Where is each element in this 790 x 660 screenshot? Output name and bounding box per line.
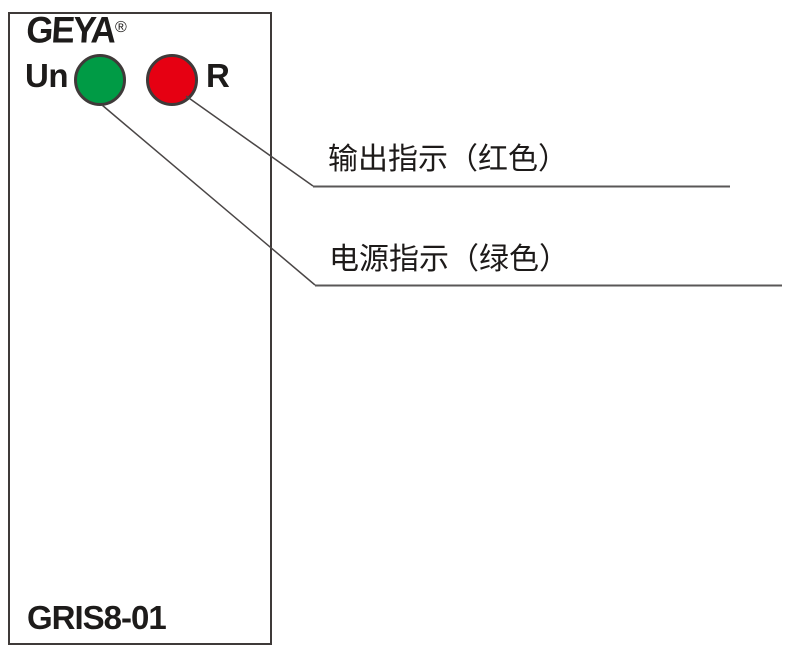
- registered-trademark-icon: ®: [114, 19, 127, 36]
- power-led-green-icon: [74, 54, 126, 106]
- callout-output-indicator-label: 输出指示（红色）: [328, 143, 568, 176]
- output-led-red-icon: [146, 54, 198, 106]
- callout-power-indicator-label: 电源指示（绿色）: [329, 243, 569, 276]
- device-front-panel: GEYA® Un R GRIS8-01: [8, 9, 272, 645]
- output-led-label: R: [206, 57, 230, 94]
- power-led-label: Un: [25, 57, 69, 94]
- brand-logo: GEYA®: [24, 9, 127, 52]
- model-number: GRIS8-01: [27, 599, 167, 636]
- brand-logo-text: GEYA: [24, 9, 116, 52]
